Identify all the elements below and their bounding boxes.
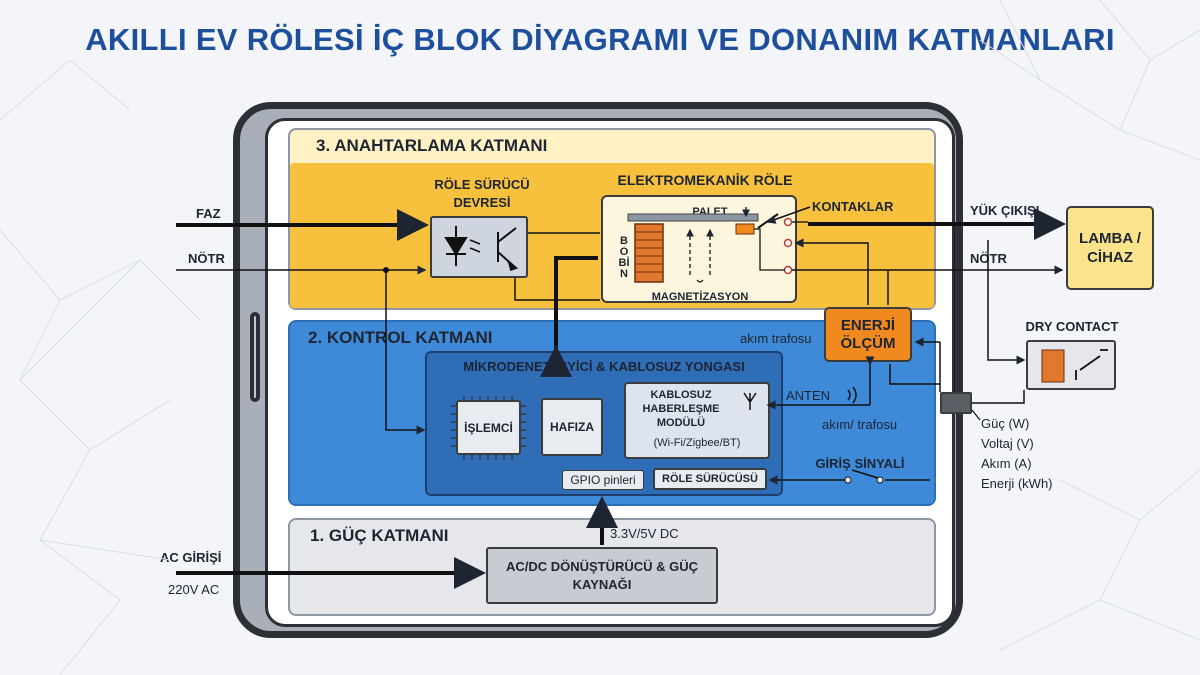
current-transformer-label-bottom: akım/ trafosu	[822, 417, 898, 432]
antenna-label: ANTEN	[786, 388, 831, 403]
readout-power: Güç (W)	[981, 416, 1030, 431]
page-title: AKILLI EV RÖLESİ İÇ BLOK DİYAGRAMI VE DO…	[85, 22, 1115, 57]
input-switch-terminal	[844, 476, 852, 484]
driver-return-wire	[514, 278, 600, 301]
gpio-pins-box: GPIO pinleri	[562, 470, 644, 490]
ac-voltage-label: 220V AC	[168, 582, 220, 597]
bobin-label: BOBİN	[618, 235, 630, 280]
readout-energy: Enerji (kWh)	[981, 476, 1053, 491]
contacts-pointer	[766, 206, 811, 224]
contacts-label: KONTAKLAR	[812, 199, 894, 214]
signal-input-label: GİRİŞ SİNYALİ	[815, 456, 905, 471]
relay-driver-title: RÖLE SÜRÜCÜ DEVRESİ	[434, 177, 530, 210]
energy-readouts: Güç (W) Voltaj (V) Akım (A) Enerji (kWh)	[981, 414, 1091, 494]
wireless-module-label: KABLOSUZ HABERLEŞME MODÜLÜ	[642, 389, 720, 429]
input-switch-icon	[851, 469, 879, 479]
current-transformer-label-top: akım trafosu	[740, 331, 812, 346]
current-transformer-block	[940, 392, 972, 414]
power-supply-label: AC/DC DÖNÜŞTÜRÜCÜ & GÜÇ KAYNAĞI	[505, 558, 699, 592]
load-output-label: YÜK ÇIKIŞI	[970, 203, 1040, 218]
relay-title: ELEKTROMEKANİK RÖLE	[617, 172, 793, 188]
energy-metering-label: ENERJİ ÖLÇÜM	[840, 316, 896, 352]
optocoupler-icon	[444, 226, 519, 271]
antenna-icon	[743, 392, 757, 410]
readout-voltage: Voltaj (V)	[981, 436, 1034, 451]
dry-contact-label: DRY CONTACT	[1025, 319, 1119, 334]
relay-box	[601, 195, 797, 303]
mcu-title: MİKRODENETLEYİCİ & KABLOSUZ YONGASI	[463, 359, 745, 374]
mcu-to-relay-drive-wire	[540, 256, 598, 377]
power-supply-box: AC/DC DÖNÜŞTÜRÜCÜ & GÜÇ KAYNAĞI	[486, 547, 718, 604]
energy-metering-box: ENERJİ ÖLÇÜM	[824, 307, 912, 362]
dry-contact-box	[1026, 340, 1116, 390]
coil-windings	[635, 231, 663, 273]
dry-contact-coil-icon	[1041, 349, 1065, 383]
switching-layer-title: 3. ANAHTARLAMA KATMANI	[316, 136, 548, 155]
ac-input-label: AC GİRİŞİ	[160, 550, 222, 565]
gpio-pins-label: GPIO pinleri	[570, 473, 636, 487]
contact-terminal	[783, 217, 793, 227]
dry-contact-switch-icon	[1075, 349, 1108, 380]
control-layer-title: 2. KONTROL KATMANI	[308, 328, 493, 347]
contact-terminal	[783, 265, 793, 275]
readout-current: Akım (A)	[981, 456, 1032, 471]
input-switch-terminal	[876, 476, 884, 484]
notr-to-mcu-wire	[385, 270, 426, 435]
energy-to-relay-wire	[794, 238, 869, 305]
memory-chip: HAFIZA	[541, 398, 603, 456]
faz-label: FAZ	[196, 206, 221, 221]
dc-output-label: 3.3V/5V DC	[610, 526, 679, 541]
relay-driver-box	[430, 216, 528, 278]
wireless-signal-icon	[847, 386, 857, 404]
relay-driver-chip-label: RÖLE SÜRÜCÜSÜ	[662, 473, 758, 485]
cpu-pins-icon	[451, 396, 526, 460]
device-side-button	[250, 312, 260, 402]
lamp-label: LAMBA / CİHAZ	[1079, 230, 1141, 266]
cpu-label: İŞLEMCİ	[464, 420, 513, 435]
coil-icon	[634, 223, 664, 283]
memory-label: HAFIZA	[550, 420, 594, 434]
armature-icon	[627, 213, 759, 222]
power-layer-title: 1. GÜÇ KATMANI	[310, 526, 449, 545]
wireless-protocols-label: (Wi-Fi/Zigbee/BT)	[653, 437, 741, 449]
switch-contact-icon	[757, 213, 779, 229]
contact-terminal	[783, 238, 793, 248]
notr-label: NÖTR	[188, 251, 225, 266]
magnetization-label: MAGNETİZASYON	[651, 291, 749, 303]
relay-driver-chip: RÖLE SÜRÜCÜSÜ	[653, 468, 767, 490]
contact-icon	[735, 223, 755, 235]
lamp-box: LAMBA / CİHAZ	[1066, 206, 1154, 290]
cpu-chip: İŞLEMCİ	[456, 400, 521, 455]
dry-contact-wire	[987, 240, 1026, 365]
